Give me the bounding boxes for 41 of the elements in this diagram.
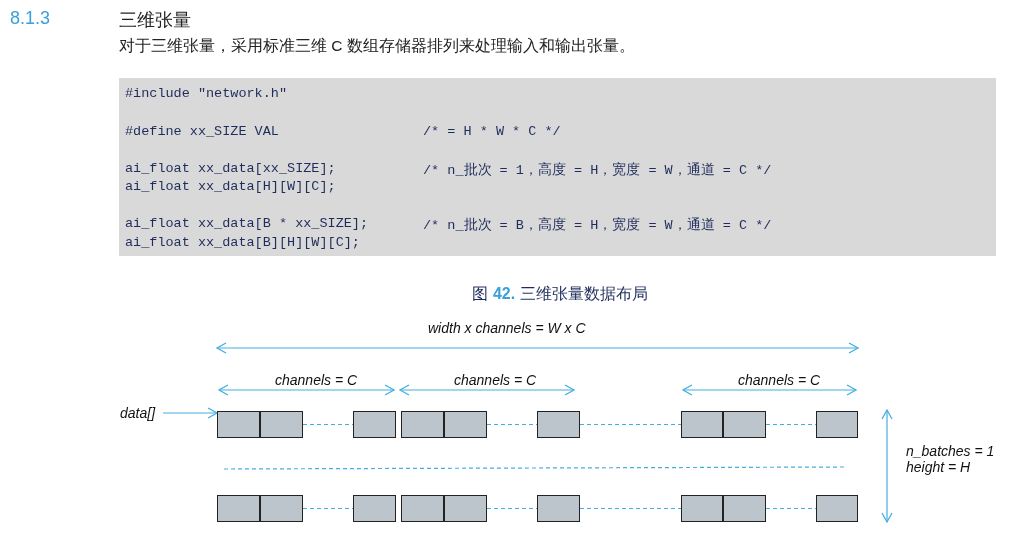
code-line: ai_float xx_data[xx_SIZE];: [125, 161, 336, 176]
memory-cell: [353, 411, 396, 438]
section-heading: 三维张量: [119, 9, 191, 32]
section-number: 8.1.3: [10, 8, 51, 29]
memory-cell: [537, 495, 580, 522]
dimension-label: height = H: [906, 459, 971, 475]
memory-cell: [444, 411, 487, 438]
dimension-label: channels = C: [275, 372, 358, 388]
ellipsis-line: [579, 423, 682, 426]
dimension-label: width x channels = W x C: [428, 320, 586, 336]
memory-cell: [401, 495, 444, 522]
memory-cell: [816, 411, 858, 438]
memory-cell: [723, 411, 766, 438]
dimension-label: channels = C: [738, 372, 821, 388]
memory-cell: [681, 411, 723, 438]
memory-cell: [353, 495, 396, 522]
memory-cell: [401, 411, 444, 438]
memory-cell: [723, 495, 766, 522]
code-line: ai_float xx_data[B][H][W][C];: [125, 235, 360, 250]
dimension-label: n_batches = 1: [906, 443, 995, 459]
code-line: ai_float xx_data[H][W][C];: [125, 179, 336, 194]
code-comment: /* n_批次 = B，高度 = H，宽度 = W，通道 = C */: [423, 216, 772, 234]
arrow: [162, 407, 218, 419]
memory-cell: [444, 495, 487, 522]
code-line: #define xx_SIZE VAL: [125, 124, 279, 139]
array-label: data[]: [120, 405, 156, 421]
memory-cell: [260, 411, 303, 438]
memory-cell: [217, 411, 260, 438]
memory-cell: [816, 495, 858, 522]
figure-caption: 图 42. 三维张量数据布局: [471, 284, 649, 304]
code-line: #include "network.h": [125, 86, 288, 101]
ellipsis-line: [579, 507, 682, 510]
code-comment: /* = H * W * C */: [423, 124, 561, 139]
memory-cell: [260, 495, 303, 522]
memory-cell: [217, 495, 260, 522]
code-line: ai_float xx_data[B * xx_SIZE];: [125, 216, 369, 231]
code-comment: /* n_批次 = 1，高度 = H，宽度 = W，通道 = C */: [423, 161, 772, 179]
memory-cell: [537, 411, 580, 438]
dimension-label: channels = C: [454, 372, 537, 388]
paragraph: 对于三维张量，采用标准三维 C 数组存储器排列来处理输入和输出张量。: [119, 36, 635, 56]
memory-cell: [681, 495, 723, 522]
